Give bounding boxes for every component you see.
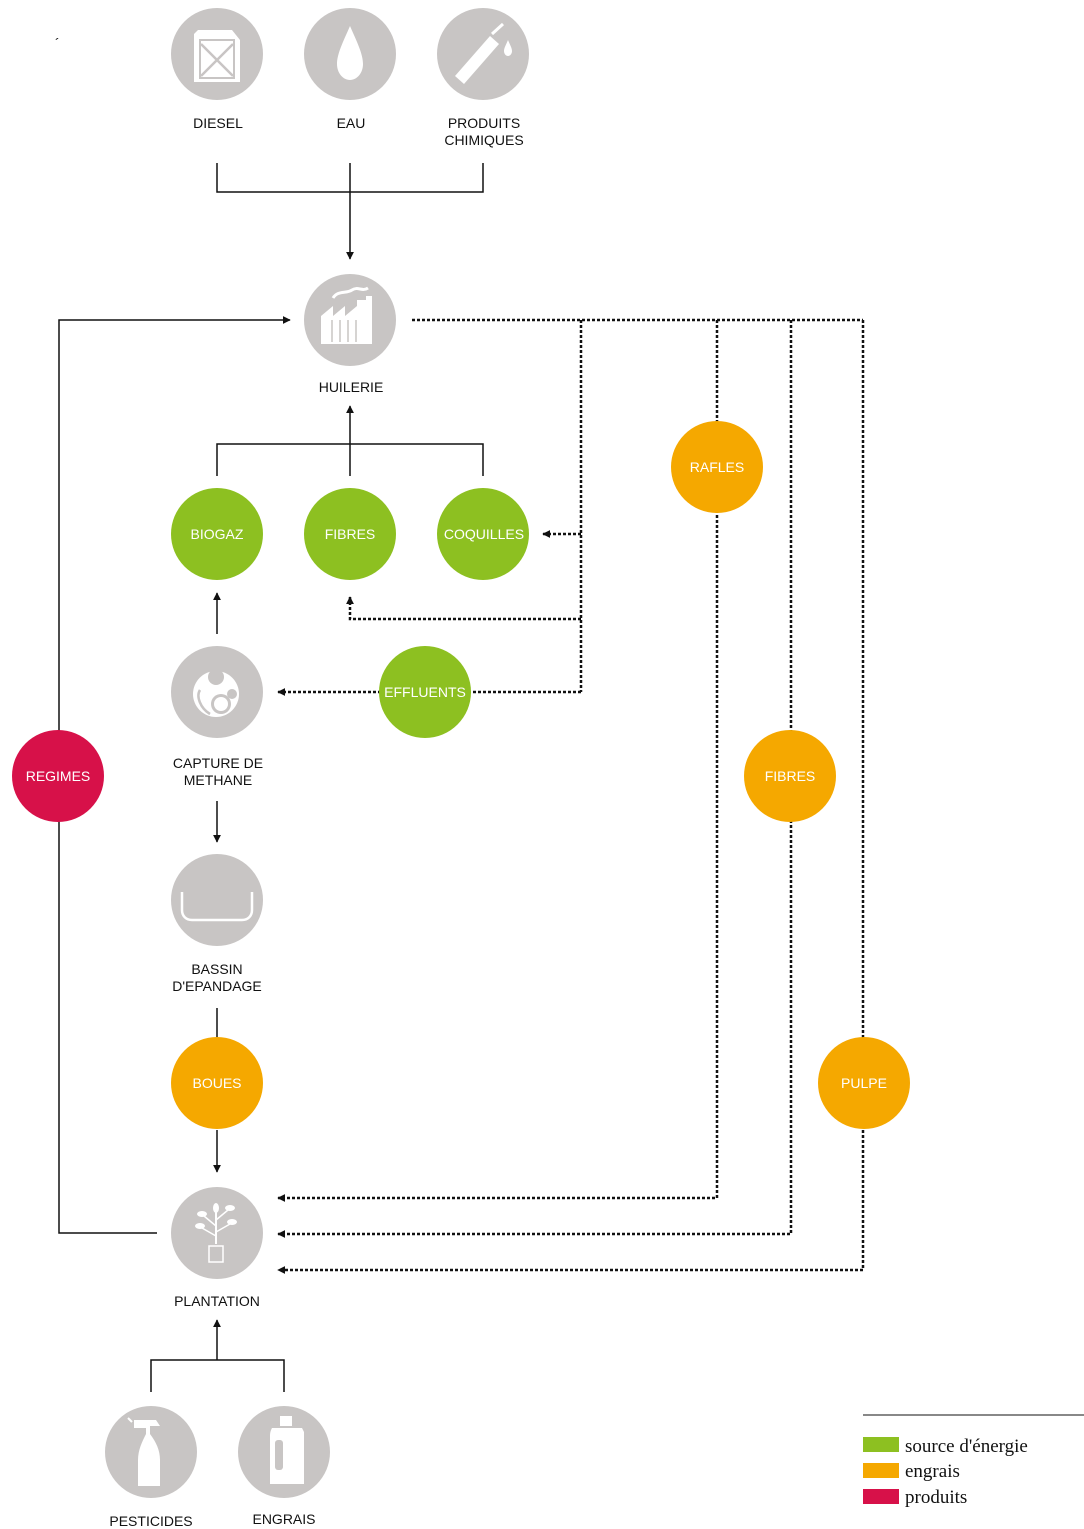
regimes-label: REGIMES	[26, 768, 91, 784]
legend-swatch-product	[863, 1489, 899, 1504]
effluents-node: EFFLUENTS	[379, 646, 471, 738]
spray-bottle-icon	[127, 1417, 160, 1486]
methane-capture-icon	[193, 669, 239, 717]
methane-label-line1: CAPTURE DE	[173, 755, 263, 771]
legend-item-product: produits	[863, 1487, 967, 1508]
input-engrais: ENGRAIS	[238, 1406, 330, 1527]
rafles-label: RAFLES	[690, 459, 744, 475]
biogaz-node: BIOGAZ	[171, 488, 263, 580]
methane-label-line2: METHANE	[184, 772, 252, 788]
pulpe-circle	[818, 1037, 910, 1129]
fibres-energy-circle	[304, 488, 396, 580]
huilerie-label: HUILERIE	[319, 379, 384, 395]
fibres-energy-label: FIBRES	[325, 526, 376, 542]
legend-item-fertilizer: engrais	[863, 1461, 960, 1482]
diesel-label: DIESEL	[193, 115, 243, 131]
dotted-pulpe-flow	[277, 320, 865, 1274]
water-drop-icon	[337, 26, 363, 80]
coquilles-circle	[437, 488, 529, 580]
input-diesel: DIESEL	[171, 8, 263, 131]
connectors	[58, 163, 865, 1392]
legend-label-energy: source d'énergie	[905, 1436, 1028, 1457]
boues-circle	[171, 1037, 263, 1129]
rafles-node: RAFLES	[671, 421, 763, 513]
regimes-circle	[12, 730, 104, 822]
factory-icon	[321, 286, 372, 344]
input-eau: EAU	[304, 8, 396, 131]
fibres-fertilizer-label: FIBRES	[765, 768, 816, 784]
stray-mark: ´	[55, 35, 60, 51]
basin-circle	[171, 854, 263, 946]
legend-swatch-energy	[863, 1437, 899, 1452]
input-produits-chimiques: PRODUITS CHIMIQUES	[437, 8, 529, 148]
legend: source d'énergie engrais produits	[863, 1414, 1084, 1508]
effluents-circle	[379, 646, 471, 738]
biogaz-label: BIOGAZ	[191, 526, 244, 542]
huilerie-node: HUILERIE	[304, 274, 396, 395]
boues-label: BOUES	[192, 1075, 241, 1091]
basin-node: BASSIN D'EPANDAGE	[171, 854, 263, 994]
input-pesticides: PESTICIDES	[105, 1406, 197, 1529]
methane-node: CAPTURE DE METHANE	[171, 646, 263, 788]
coquilles-label: COQUILLES	[444, 526, 524, 542]
eau-label: EAU	[337, 115, 366, 131]
basin-label-line1: BASSIN	[191, 961, 242, 977]
fertilizer-bottle-icon	[270, 1416, 304, 1484]
basin-icon	[180, 892, 254, 922]
plantation-label: PLANTATION	[174, 1293, 260, 1309]
regimes-node: REGIMES	[12, 730, 104, 822]
basin-label-line2: D'EPANDAGE	[172, 978, 262, 994]
engrais-label: ENGRAIS	[252, 1511, 315, 1527]
pulpe-node: PULPE	[818, 1037, 910, 1129]
biogaz-circle	[171, 488, 263, 580]
legend-item-energy: source d'énergie	[863, 1436, 1028, 1457]
legend-swatch-fertilizer	[863, 1463, 899, 1478]
boues-node: BOUES	[171, 1037, 263, 1129]
legend-label-product: produits	[905, 1487, 967, 1508]
legend-label-fertilizer: engrais	[905, 1461, 960, 1482]
coquilles-node: COQUILLES	[437, 488, 529, 580]
dotted-rafles-flow	[277, 320, 719, 1202]
dotted-arrow-fibres	[346, 596, 581, 621]
dotted-fibres-flow	[277, 320, 793, 1238]
jerrycan-icon	[194, 30, 240, 82]
fibres-fertilizer-node: FIBRES	[744, 730, 836, 822]
fibres-energy-node: FIBRES	[304, 488, 396, 580]
fibres-fertilizer-circle	[744, 730, 836, 822]
produits-label-line2: CHIMIQUES	[444, 132, 523, 148]
seedling-icon	[195, 1203, 237, 1263]
rafles-circle	[671, 421, 763, 513]
effluents-label: EFFLUENTS	[384, 684, 466, 700]
pesticides-label: PESTICIDES	[109, 1513, 192, 1529]
plantation-node: PLANTATION	[171, 1187, 263, 1309]
chemical-pipette-icon	[455, 22, 512, 84]
produits-label-line1: PRODUITS	[448, 115, 520, 131]
pulpe-label: PULPE	[841, 1075, 887, 1091]
connector-bottom-inputs	[150, 1359, 285, 1392]
